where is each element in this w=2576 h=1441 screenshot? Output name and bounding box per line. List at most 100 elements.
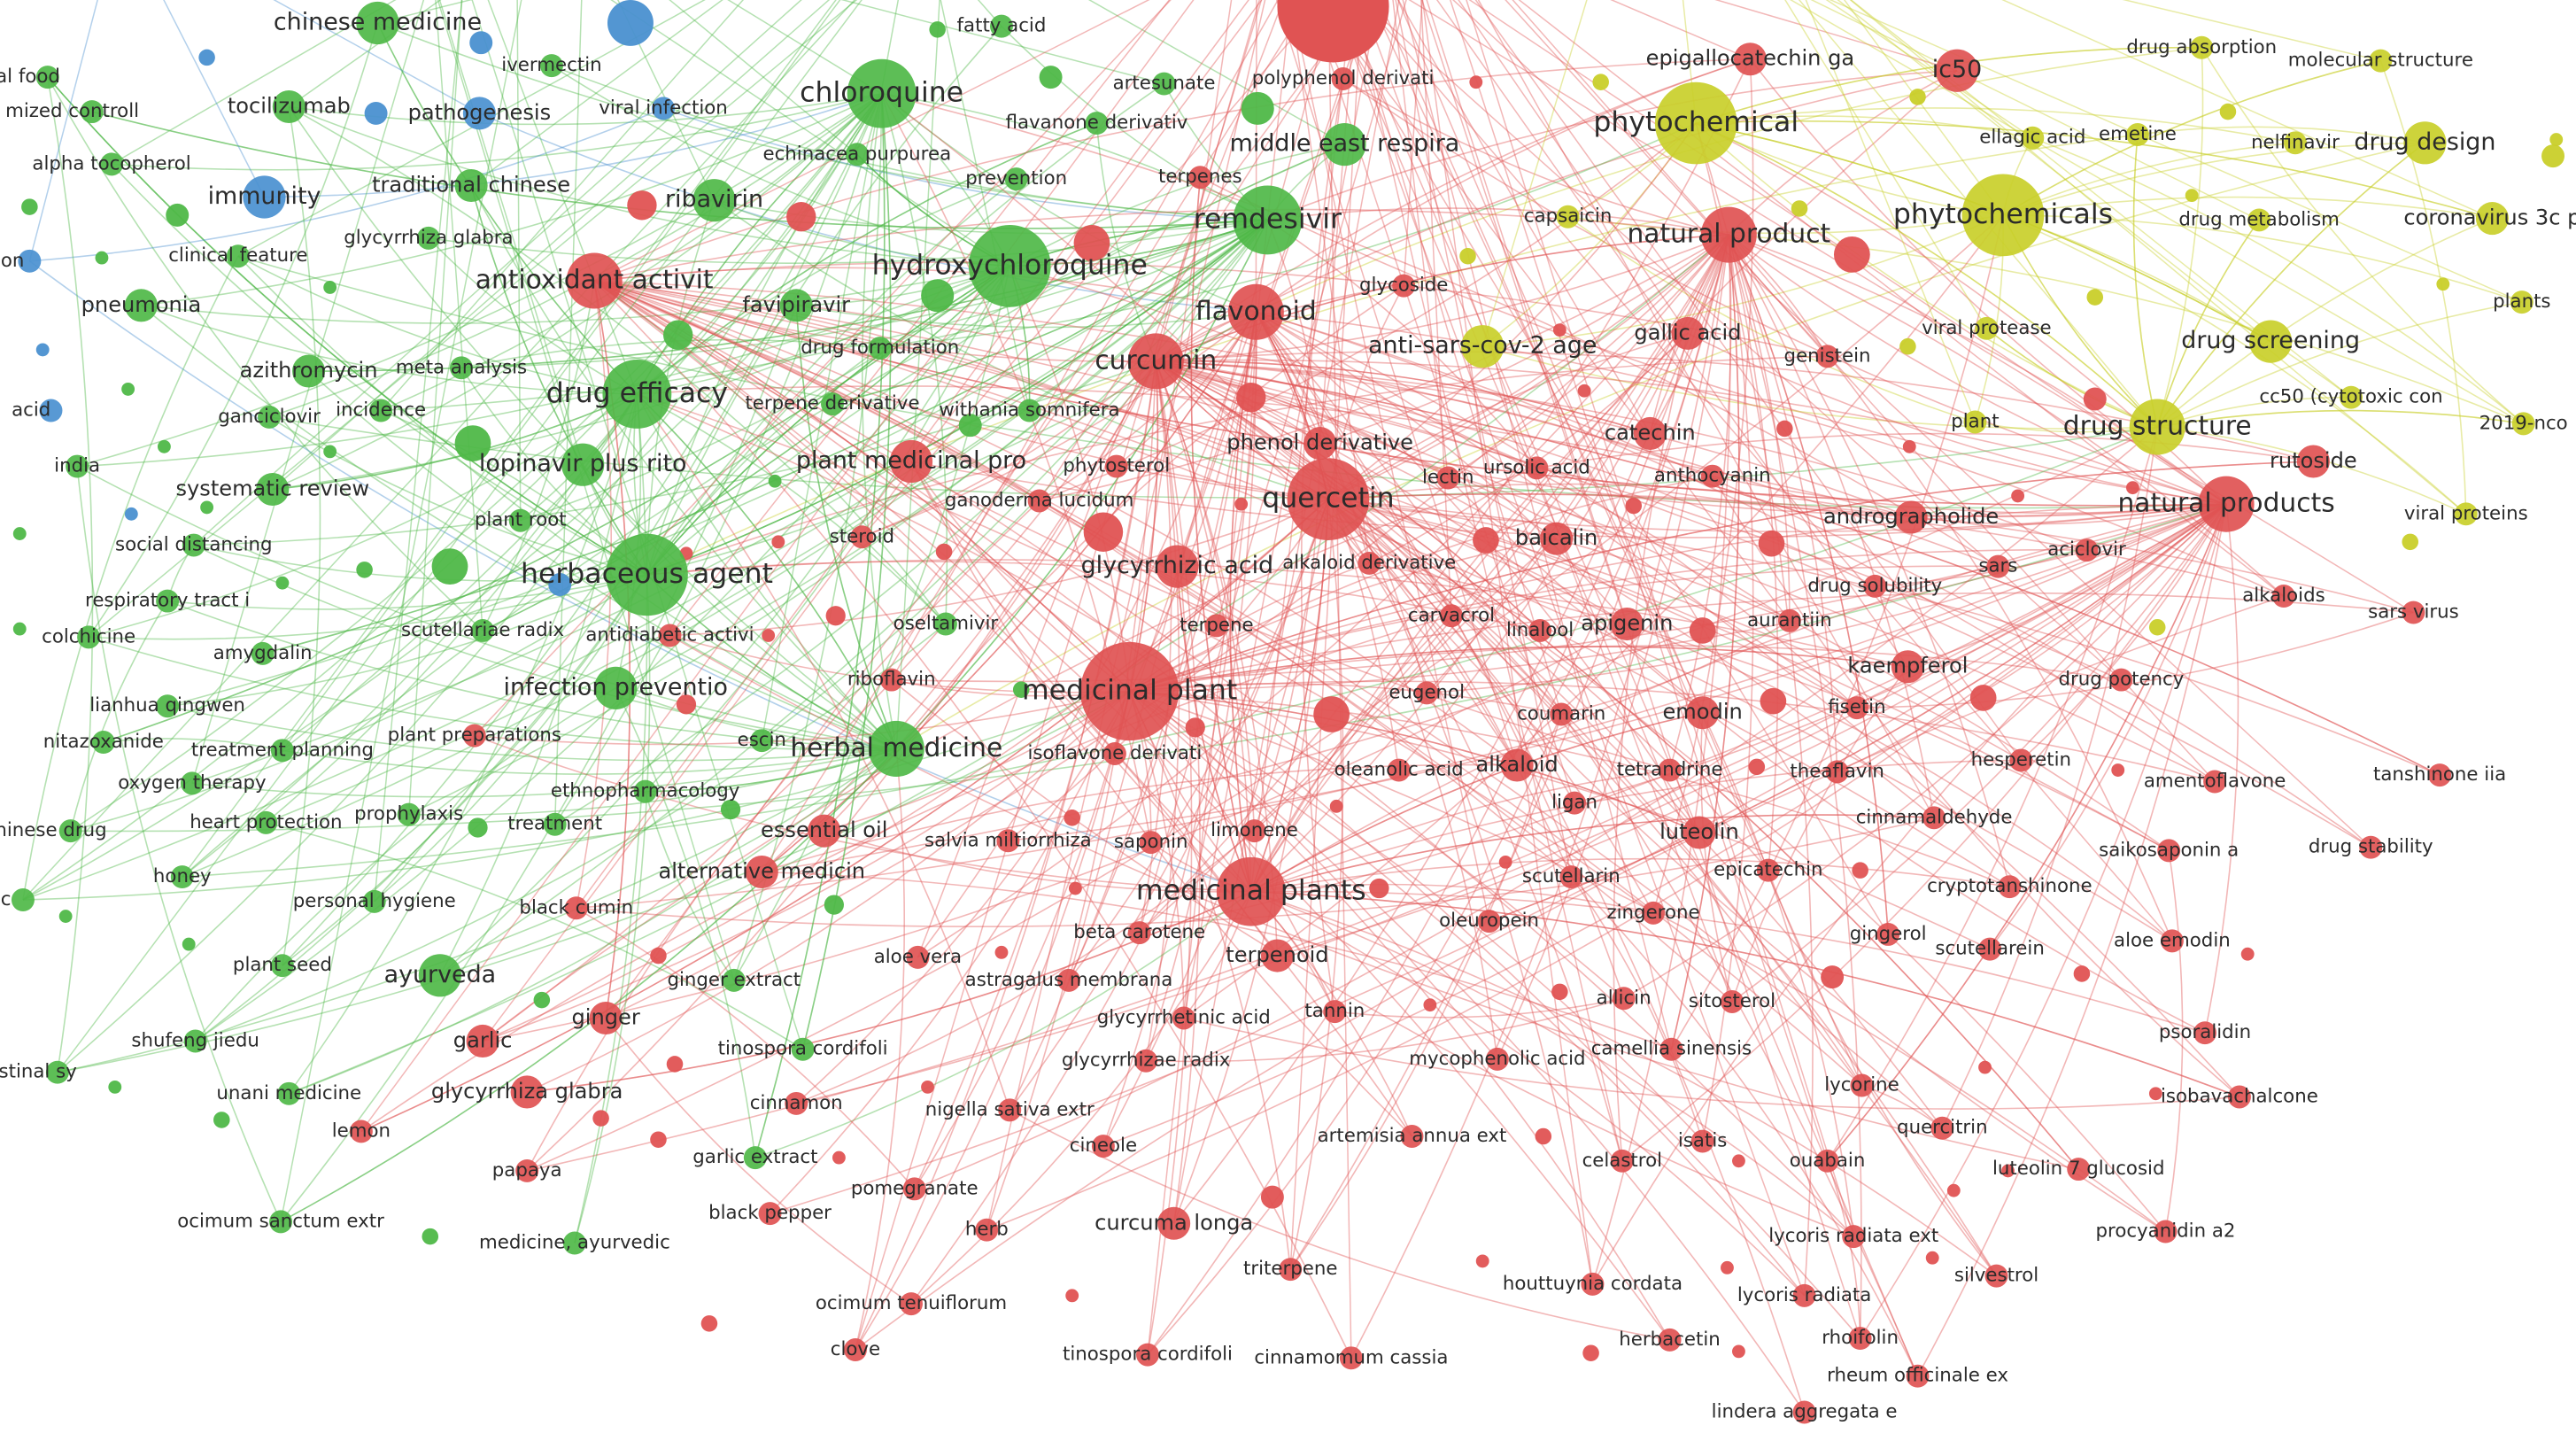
unlabeled-node[interactable] (1185, 717, 1205, 738)
unlabeled-node[interactable] (454, 425, 491, 461)
unlabeled-node[interactable] (2073, 965, 2091, 982)
node-circle[interactable] (564, 896, 588, 920)
node-circle[interactable] (2340, 385, 2363, 409)
node-circle[interactable] (1331, 67, 1355, 90)
node-circle[interactable] (692, 179, 736, 222)
node-circle[interactable] (1777, 608, 1801, 632)
node-circle[interactable] (1152, 72, 1176, 96)
node-circle[interactable] (226, 244, 250, 268)
unlabeled-node[interactable] (592, 1110, 609, 1127)
node-circle[interactable] (1659, 1037, 1683, 1061)
node-circle[interactable] (254, 810, 278, 834)
unlabeled-node[interactable] (921, 1080, 934, 1094)
node-circle[interactable] (77, 625, 101, 649)
node-circle[interactable] (256, 472, 290, 507)
unlabeled-node[interactable] (121, 382, 135, 396)
node-circle[interactable] (39, 399, 63, 422)
node-circle[interactable] (124, 289, 158, 322)
node-circle[interactable] (1891, 650, 1924, 684)
node-circle[interactable] (515, 1158, 539, 1182)
unlabeled-node[interactable] (1535, 1127, 1552, 1145)
node-circle[interactable] (1610, 1149, 1634, 1173)
node-circle[interactable] (1894, 500, 1928, 534)
node-circle[interactable] (843, 1338, 867, 1362)
node-circle[interactable] (183, 1029, 207, 1053)
node-circle[interactable] (18, 249, 42, 273)
node-circle[interactable] (1528, 618, 1552, 642)
node-circle[interactable] (850, 525, 874, 549)
unlabeled-node[interactable] (2148, 1087, 2162, 1101)
node-circle[interactable] (791, 1037, 815, 1061)
node-circle[interactable] (1136, 1343, 1159, 1367)
unlabeled-node[interactable] (1978, 1060, 1992, 1074)
node-circle[interactable] (989, 14, 1013, 38)
node-circle[interactable] (900, 1292, 923, 1316)
unlabeled-node[interactable] (323, 281, 337, 294)
node-circle[interactable] (2067, 1158, 2091, 1181)
node-circle[interactable] (1227, 283, 1284, 340)
unlabeled-node[interactable] (1012, 681, 1030, 698)
node-circle[interactable] (1323, 1000, 1347, 1024)
node-circle[interactable] (2403, 121, 2447, 165)
node-circle[interactable] (1848, 1327, 1872, 1351)
unlabeled-node[interactable] (607, 0, 654, 46)
unlabeled-node[interactable] (1689, 617, 1716, 644)
unlabeled-node[interactable] (768, 474, 782, 488)
node-circle[interactable] (2428, 763, 2452, 787)
node-circle[interactable] (1658, 1328, 1682, 1352)
node-circle[interactable] (1260, 939, 1294, 972)
node-circle[interactable] (2283, 131, 2307, 155)
node-circle[interactable] (1863, 574, 1887, 598)
unlabeled-node[interactable] (198, 49, 215, 66)
node-circle[interactable] (1563, 791, 1587, 815)
unlabeled-node[interactable] (825, 606, 846, 626)
node-circle[interactable] (35, 66, 59, 89)
unlabeled-node[interactable] (666, 1056, 684, 1073)
node-circle[interactable] (2296, 445, 2330, 478)
node-circle[interactable] (1850, 1073, 1874, 1097)
unlabeled-node[interactable] (1732, 1344, 1745, 1359)
node-circle[interactable] (1556, 205, 1580, 229)
node-circle[interactable] (170, 865, 194, 889)
unlabeled-node[interactable] (832, 1150, 846, 1165)
unlabeled-node[interactable] (548, 573, 572, 597)
node-circle[interactable] (652, 97, 676, 120)
node-circle[interactable] (1279, 1258, 1303, 1282)
unlabeled-node[interactable] (1721, 1260, 1734, 1274)
node-circle[interactable] (2227, 1085, 2251, 1109)
node-circle[interactable] (868, 720, 924, 777)
node-circle[interactable] (1654, 81, 1737, 165)
unlabeled-node[interactable] (650, 1131, 667, 1148)
unlabeled-node[interactable] (824, 895, 844, 915)
unlabeled-node[interactable] (1852, 862, 1868, 879)
unlabeled-node[interactable] (1899, 337, 1916, 355)
node-circle[interactable] (1642, 901, 1666, 925)
unlabeled-node[interactable] (108, 1080, 122, 1094)
node-circle[interactable] (2510, 291, 2533, 314)
unlabeled-node[interactable] (2549, 133, 2564, 147)
node-circle[interactable] (2157, 839, 2181, 863)
unlabeled-node[interactable] (422, 1228, 439, 1245)
unlabeled-node[interactable] (1552, 323, 1566, 337)
node-circle[interactable] (270, 739, 294, 763)
unlabeled-node[interactable] (771, 535, 785, 549)
node-circle[interactable] (933, 612, 957, 636)
node-circle[interactable] (1906, 1364, 1930, 1388)
node-circle[interactable] (1690, 1129, 1714, 1153)
node-circle[interactable] (1792, 1400, 1816, 1424)
node-circle[interactable] (1500, 748, 1534, 782)
unlabeled-node[interactable] (929, 21, 946, 38)
node-circle[interactable] (1658, 758, 1682, 782)
node-circle[interactable] (1581, 1272, 1605, 1296)
unlabeled-node[interactable] (1592, 74, 1609, 90)
node-circle[interactable] (1525, 456, 1549, 480)
unlabeled-node[interactable] (786, 202, 816, 232)
unlabeled-node[interactable] (124, 507, 138, 521)
node-circle[interactable] (418, 954, 461, 997)
unlabeled-node[interactable] (213, 1112, 230, 1128)
node-circle[interactable] (1700, 206, 1757, 263)
unlabeled-node[interactable] (1925, 1251, 1939, 1265)
node-circle[interactable] (2009, 748, 2033, 772)
node-circle[interactable] (1156, 545, 1199, 588)
node-circle[interactable] (2154, 1220, 2178, 1243)
